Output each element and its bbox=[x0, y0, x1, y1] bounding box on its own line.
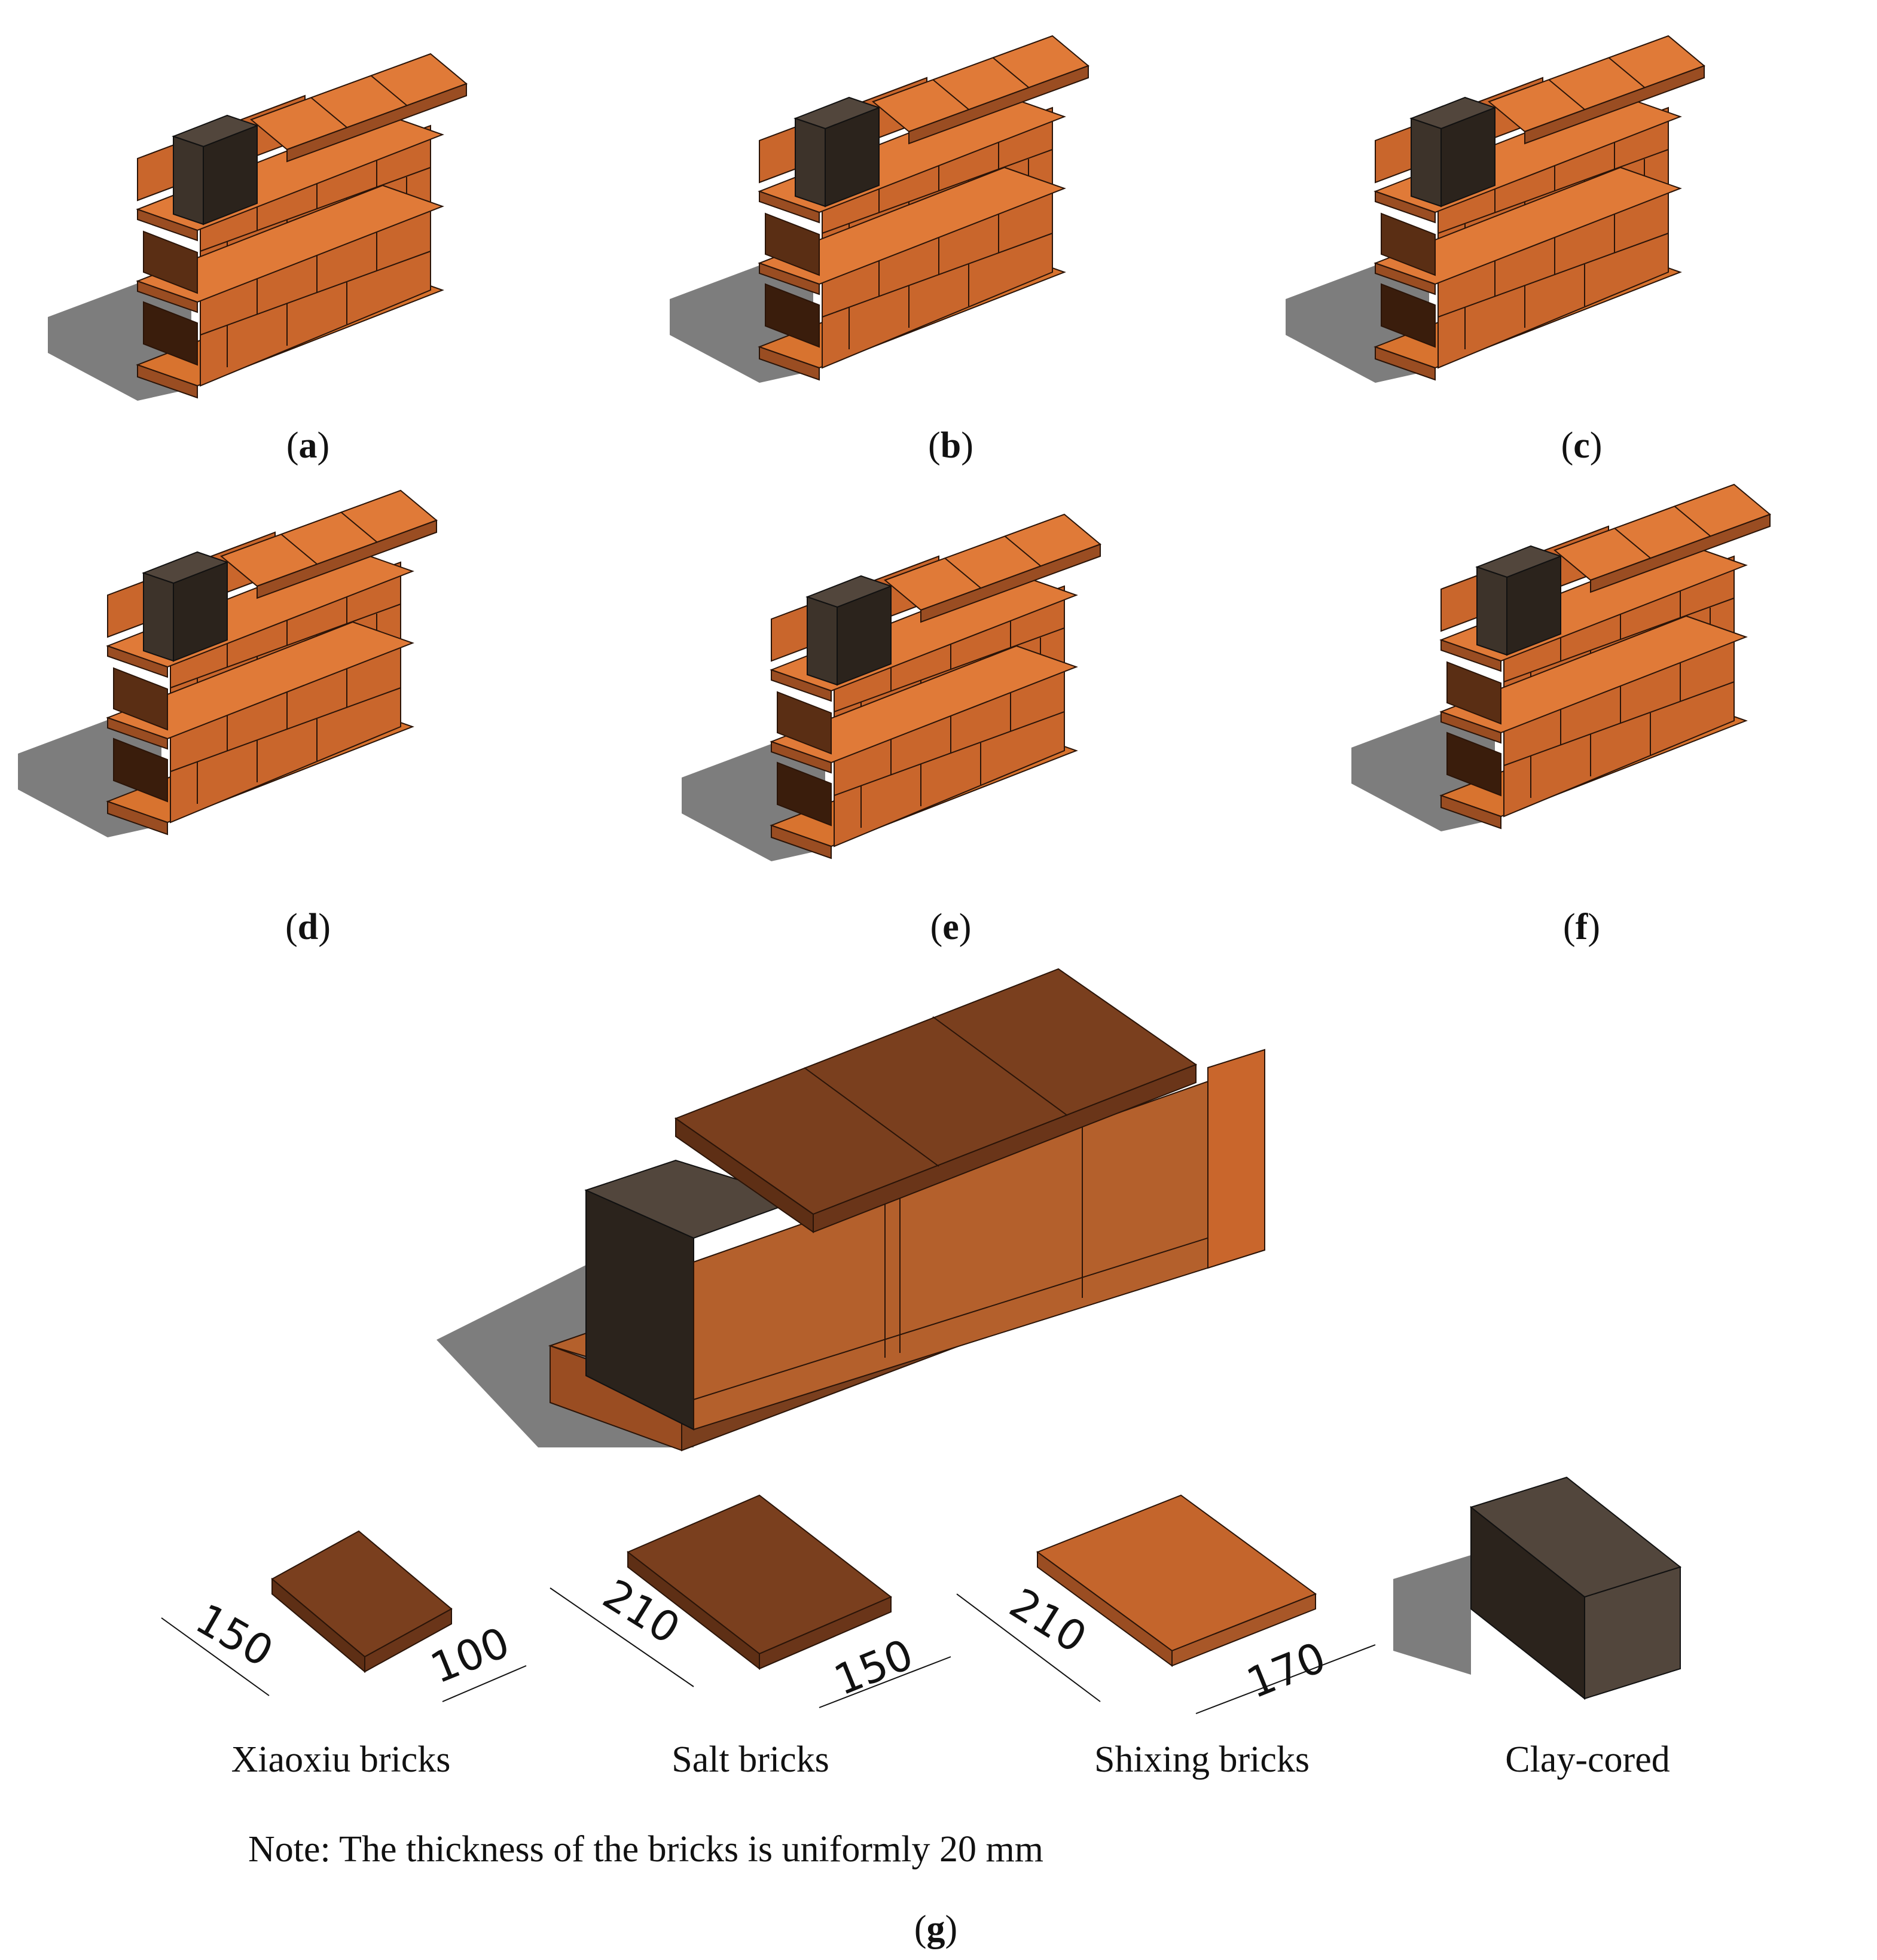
salt-brick-drawing bbox=[550, 1494, 951, 1708]
panel-label-a: (a) bbox=[286, 425, 329, 466]
wall-model-f bbox=[1351, 484, 1771, 832]
wall-model-c bbox=[1285, 35, 1705, 383]
clay-core-name: Clay-cored bbox=[1505, 1739, 1670, 1780]
shixing-brick-name: Shixing bricks bbox=[1094, 1739, 1310, 1780]
panel-label-c: (c) bbox=[1561, 425, 1603, 466]
panel-label-g: (g) bbox=[914, 1909, 957, 1949]
wall-model-a bbox=[47, 53, 467, 401]
panel-label-d: (d) bbox=[285, 907, 331, 947]
thickness-note: Note: The thickness of the bricks is uni… bbox=[248, 1829, 1043, 1870]
detail-brick-assembly bbox=[437, 968, 1265, 1452]
shixing-width-dimension: 170 bbox=[1240, 1633, 1333, 1708]
panel-label-b: (b) bbox=[928, 425, 973, 466]
xiaoxiu-length-dimension: 150 bbox=[188, 1594, 282, 1676]
wall-model-b bbox=[669, 35, 1089, 383]
shixing-brick-drawing bbox=[956, 1494, 1376, 1714]
xiaoxiu-brick-drawing bbox=[161, 1530, 527, 1702]
panel-label-e: (e) bbox=[930, 907, 972, 947]
wall-model-d bbox=[17, 490, 437, 838]
clay-core-drawing bbox=[1393, 1476, 1682, 1700]
xiaoxiu-brick-name: Xiaoxiu bricks bbox=[231, 1739, 451, 1780]
salt-width-dimension: 150 bbox=[828, 1630, 920, 1705]
wall-model-e bbox=[681, 514, 1101, 862]
salt-brick-name: Salt bricks bbox=[672, 1739, 829, 1780]
panel-label-f: (f) bbox=[1563, 907, 1600, 947]
